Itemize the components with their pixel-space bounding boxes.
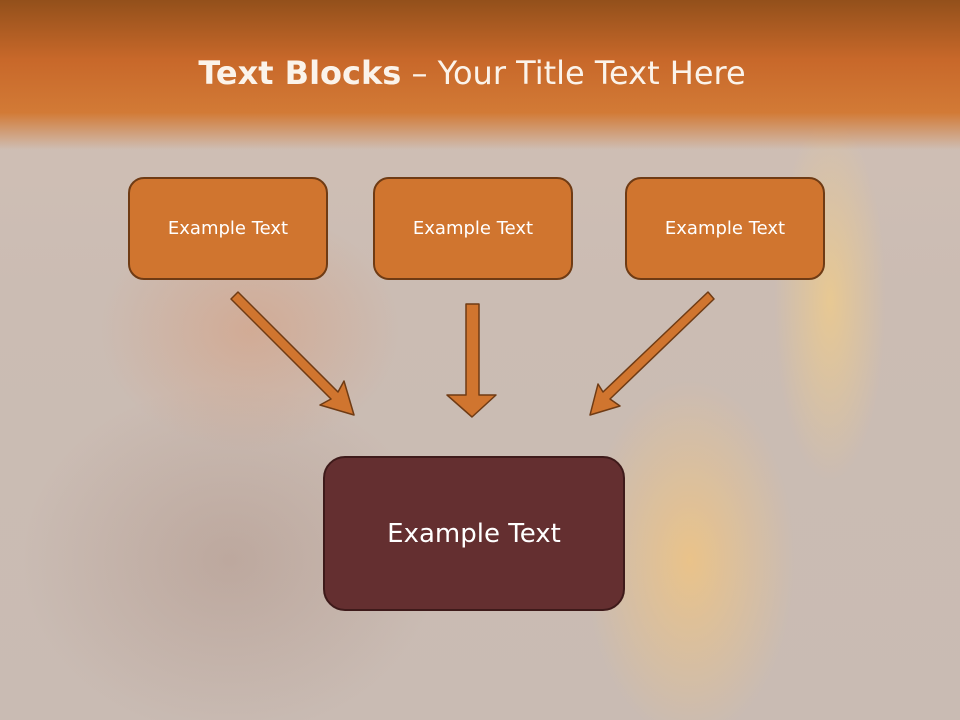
arrow-left[interactable] <box>230 291 355 416</box>
arrow-center[interactable] <box>446 303 497 418</box>
text-block-3-label: Example Text <box>664 218 786 239</box>
title-dash: – <box>401 54 438 92</box>
title-bold: Text Blocks <box>198 54 402 92</box>
text-block-3[interactable]: Example Text <box>625 177 825 280</box>
slide-title: Text Blocks – Your Title Text Here <box>0 54 944 92</box>
title-rest: Your Title Text Here <box>437 54 746 92</box>
target-block-label: Example Text <box>387 518 561 549</box>
arrow-right[interactable] <box>589 291 715 416</box>
text-block-2-label: Example Text <box>412 218 534 239</box>
text-block-2[interactable]: Example Text <box>373 177 573 280</box>
target-block[interactable]: Example Text <box>323 456 625 611</box>
text-block-1-label: Example Text <box>167 218 289 239</box>
text-block-1[interactable]: Example Text <box>128 177 328 280</box>
title-banner <box>0 0 960 150</box>
